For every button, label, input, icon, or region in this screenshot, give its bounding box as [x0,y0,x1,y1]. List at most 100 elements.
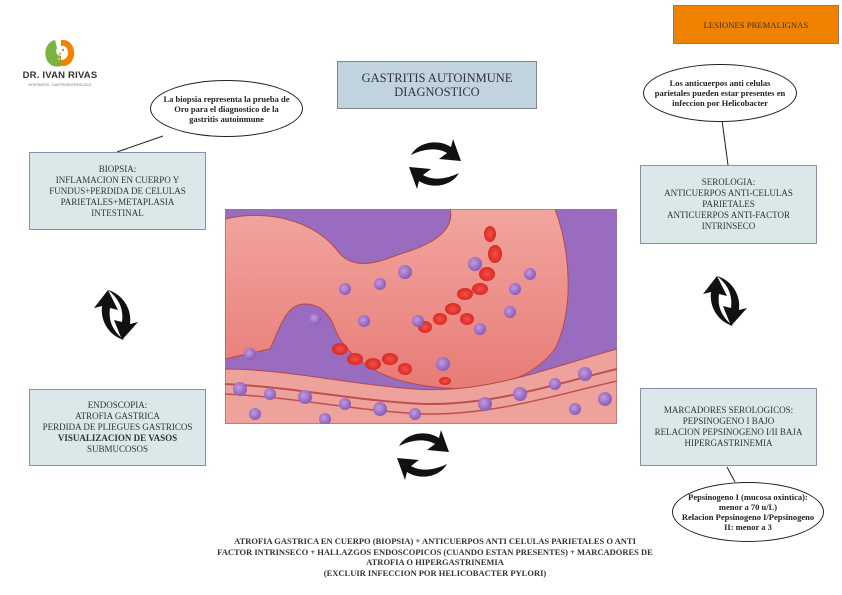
rbc [365,358,381,370]
box-line: PARIETALES [702,199,755,209]
serology-callout-connector [721,119,729,166]
biopsy-heading: BIOPSIA: [98,163,137,174]
lymphocyte [264,388,276,400]
callout-line: gastritis autoinmune [189,113,264,124]
lymphocyte [409,408,421,420]
lymphocyte [598,392,612,406]
gastric-mucosa-illustration [225,209,617,424]
red-blood-cells [332,226,502,385]
rbc [347,353,363,365]
rbc [457,288,473,300]
box-line: HIPERGASTRINEMIA [684,438,773,448]
rbc [484,226,496,242]
lymphocyte [524,268,536,280]
endoscopy-heading: ENDOSCOPIA: [87,400,148,410]
lymphocyte [569,403,581,415]
callout-line: La biopsia representa la prueba de [163,93,290,104]
logo-name: DR. IVAN RIVAS [22,70,98,81]
lymphocyte [504,306,516,318]
rbc [398,363,412,375]
cycle-arrows-icon [703,276,747,326]
title-line-2: DIAGNOSTICO [394,85,480,99]
box-line: PERDIDA DE PLIEGUES GASTRICOS [42,422,193,432]
logo-subtitle: INTERNISTA - GASTROENTEROLOGO [28,83,92,87]
rbc [445,303,461,315]
lymphocyte [478,397,492,411]
lymphocyte [309,313,321,325]
callout-line: Pepsinogeno I (mucosa oxintica): [688,492,808,502]
lymphocyte [249,408,261,420]
pepsinogen-callout-connector [726,466,736,483]
page-title: GASTRITIS AUTOINMUNE DIAGNOSTICO [337,61,537,109]
inflammatory-cells [233,257,612,424]
lymphocyte [244,348,256,360]
cycle-arrows-icon [397,430,449,480]
box-line: INFLAMACION EN CUERPO Y [55,174,180,185]
rbc [433,313,447,325]
premalignant-lesions-badge: LESIONES PREMALIGNAS [673,5,839,44]
biopsy-box: BIOPSIA: INFLAMACION EN CUERPO Y FUNDUS+… [29,152,206,230]
lymphocyte [412,315,424,327]
serology-heading: SEROLOGIA: [701,177,756,187]
badge-label: LESIONES PREMALIGNAS [703,19,809,30]
callout-line: menor a 70 u/L) [718,502,778,512]
box-line: PARIETALES+METAPLASIA [60,196,175,207]
rbc [472,283,488,295]
rbc [332,343,348,355]
callout-line: II: menor a 3 [724,522,772,532]
lymphocyte [436,357,450,371]
lymphocyte [373,402,387,416]
box-line-bold: VISUALIZACION DE VASOS [57,433,178,443]
lymphocyte [319,413,331,424]
stomach-fold [225,209,569,389]
callout-line: parietales pueden estar presentes en [654,88,786,98]
rbc [460,313,474,325]
summary-line: (EXCLUIR INFECCION POR HELICOBACTER PYLO… [323,567,547,578]
lymphocyte [339,398,351,410]
summary-line: ATROFIA O HIPERGASTRINEMIA [366,557,504,567]
rbc [479,267,495,281]
box-line: INTRINSECO [701,221,756,231]
title-line-1: GASTRITIS AUTOINMUNE [361,71,513,85]
callout-line: Relacion Pepsinogeno I/Pepsinogeno [681,512,815,522]
box-line: FUNDUS+PERDIDA DE CELULAS [49,185,186,196]
box-line: INTESTINAL [91,207,144,218]
lymphocyte [468,257,482,271]
serology-callout: Los anticuerpos anti celulas parietales … [643,64,797,122]
summary-line: FACTOR INTRINSECO + HALLAZGOS ENDOSCOPIC… [217,546,653,557]
diagnostic-criteria-summary: ATROFIA GASTRICA EN CUERPO (BIOPSIA) + A… [205,536,665,578]
endoscopy-box: ENDOSCOPIA: ATROFIA GASTRICA PERDIDA DE … [29,389,206,466]
markers-heading: MARCADORES SEROLOGICOS: [663,405,794,415]
rbc [439,377,451,385]
lymphocyte [374,278,386,290]
box-line: ANTICUERPOS ANTI-FACTOR [667,210,790,220]
cycle-arrows-icon [409,139,461,189]
lymphocyte [578,367,592,381]
lymphocyte [233,382,247,396]
box-line: ATROFIA GASTRICA [75,411,160,421]
callout-line: Los anticuerpos anti celulas [669,78,771,88]
stomach-logo-icon [45,39,75,67]
serologic-markers-box: MARCADORES SEROLOGICOS: PEPSINOGENO I BA… [640,388,817,466]
serology-box: SEROLOGIA: ANTICUERPOS ANTI-CELULAS PARI… [640,165,817,244]
lymphocyte [298,390,312,404]
box-line: ANTICUERPOS ANTI-CELULAS [664,188,793,198]
illustration-art [225,209,617,424]
callout-line: infeccion por Helicobacter [672,98,768,108]
lymphocyte [358,315,370,327]
cycle-arrows-icon [94,290,138,340]
submucosa-band [225,380,617,415]
logo: DR. IVAN RIVAS INTERNISTA - GASTROENTERO… [15,36,105,90]
mucosa-layer [225,348,617,424]
box-line: RELACION PEPSINOGENO I/II BAJA [654,427,803,437]
biopsy-callout: La biopsia representa la prueba de Oro p… [150,80,303,137]
lymphocyte [513,387,527,401]
box-line: PEPSINOGENO I BAJO [682,416,775,426]
callout-line: Oro para el diagnostico de la [174,103,279,114]
pepsinogen-callout: Pepsinogeno I (mucosa oxintica): menor a… [672,482,824,542]
box-line: SUBMUCOSOS [86,444,148,454]
biopsy-callout-connector [116,135,164,153]
lymphocyte [339,283,351,295]
rbc [382,353,398,365]
rbc [488,245,502,263]
